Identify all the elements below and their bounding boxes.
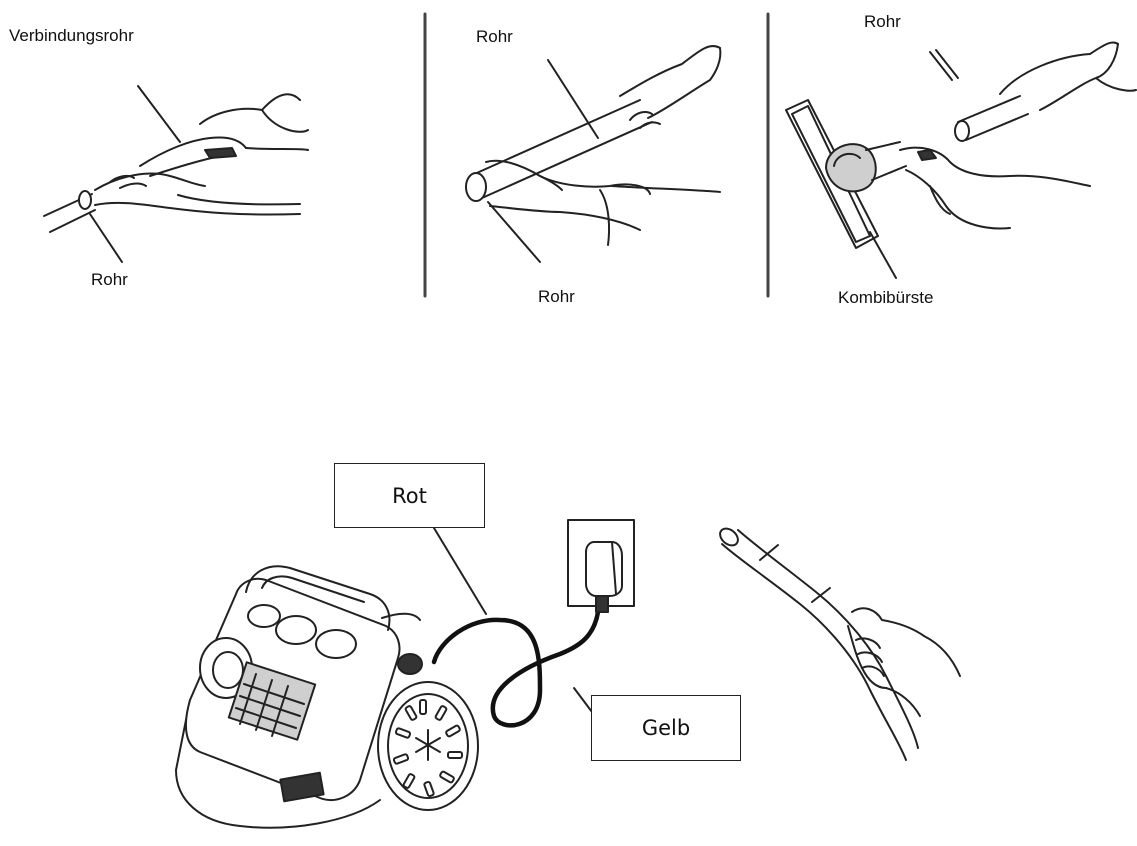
callout-yellow-text: Gelb [641,716,691,740]
leader-line-yellow [573,687,593,713]
panel3-drawing [785,41,1137,279]
hose-hand-drawing [719,527,961,761]
callout-red-text: Rot [392,483,427,508]
power-cable [431,609,601,728]
callout-red: Rot [334,463,485,528]
label-tube-panel2-top: Rohr [476,27,513,46]
label-combination-brush: Kombibürste [838,288,934,307]
label-tube-panel1: Rohr [91,270,128,289]
label-connecting-tube: Verbindungsrohr [9,26,134,45]
callout-yellow: Gelb [591,695,741,761]
vacuum-cleaner-drawing [175,565,479,829]
label-tube-panel3: Rohr [864,12,901,31]
label-tube-panel2-bottom: Rohr [538,287,575,306]
panel2-drawing [465,45,722,263]
panel1-drawing [43,85,309,263]
leader-line-red [433,527,487,615]
wall-socket-drawing [567,519,635,613]
